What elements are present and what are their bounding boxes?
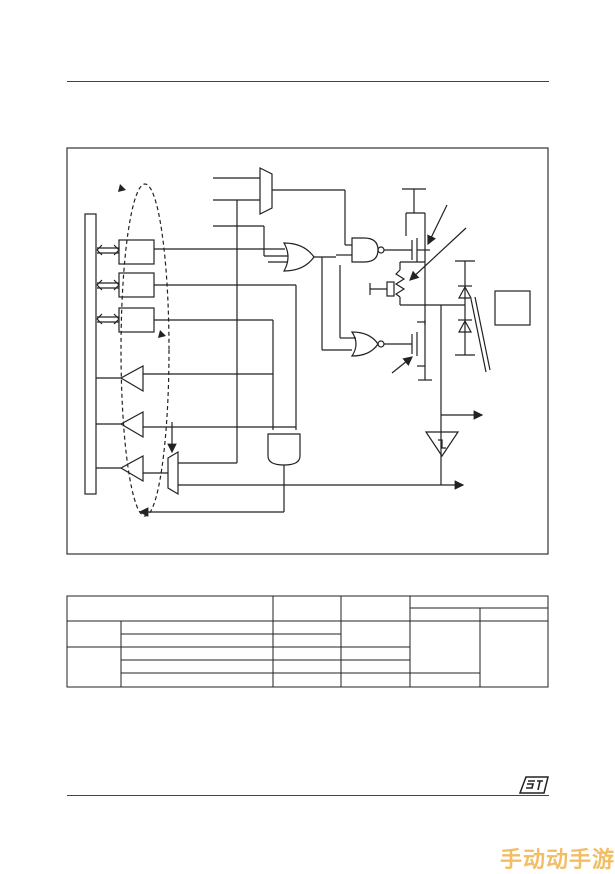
lower-mux <box>167 450 179 496</box>
header-rule <box>67 81 549 82</box>
schmitt-trigger <box>424 431 460 458</box>
pullup-resistor <box>394 269 406 298</box>
diagram-frame <box>66 147 549 555</box>
pad-box <box>494 290 531 326</box>
diode-upper <box>457 285 473 299</box>
nor-gate <box>350 331 379 357</box>
watermark-text: 手动动手游 <box>500 848 615 873</box>
upper-mux <box>259 167 273 215</box>
footer-rule <box>67 795 549 796</box>
input-buffer-2 <box>119 410 144 439</box>
bus-arrow-1 <box>96 244 120 256</box>
bus-arrow-3 <box>96 313 120 325</box>
st-logo-icon <box>518 776 549 794</box>
input-buffer-1 <box>119 364 144 393</box>
register-1 <box>118 239 155 265</box>
input-buffer-3 <box>119 454 144 483</box>
bus-arrow-2 <box>96 279 120 291</box>
internal-bus <box>84 213 97 495</box>
or-gate <box>282 242 315 272</box>
diode-lower <box>457 319 473 333</box>
